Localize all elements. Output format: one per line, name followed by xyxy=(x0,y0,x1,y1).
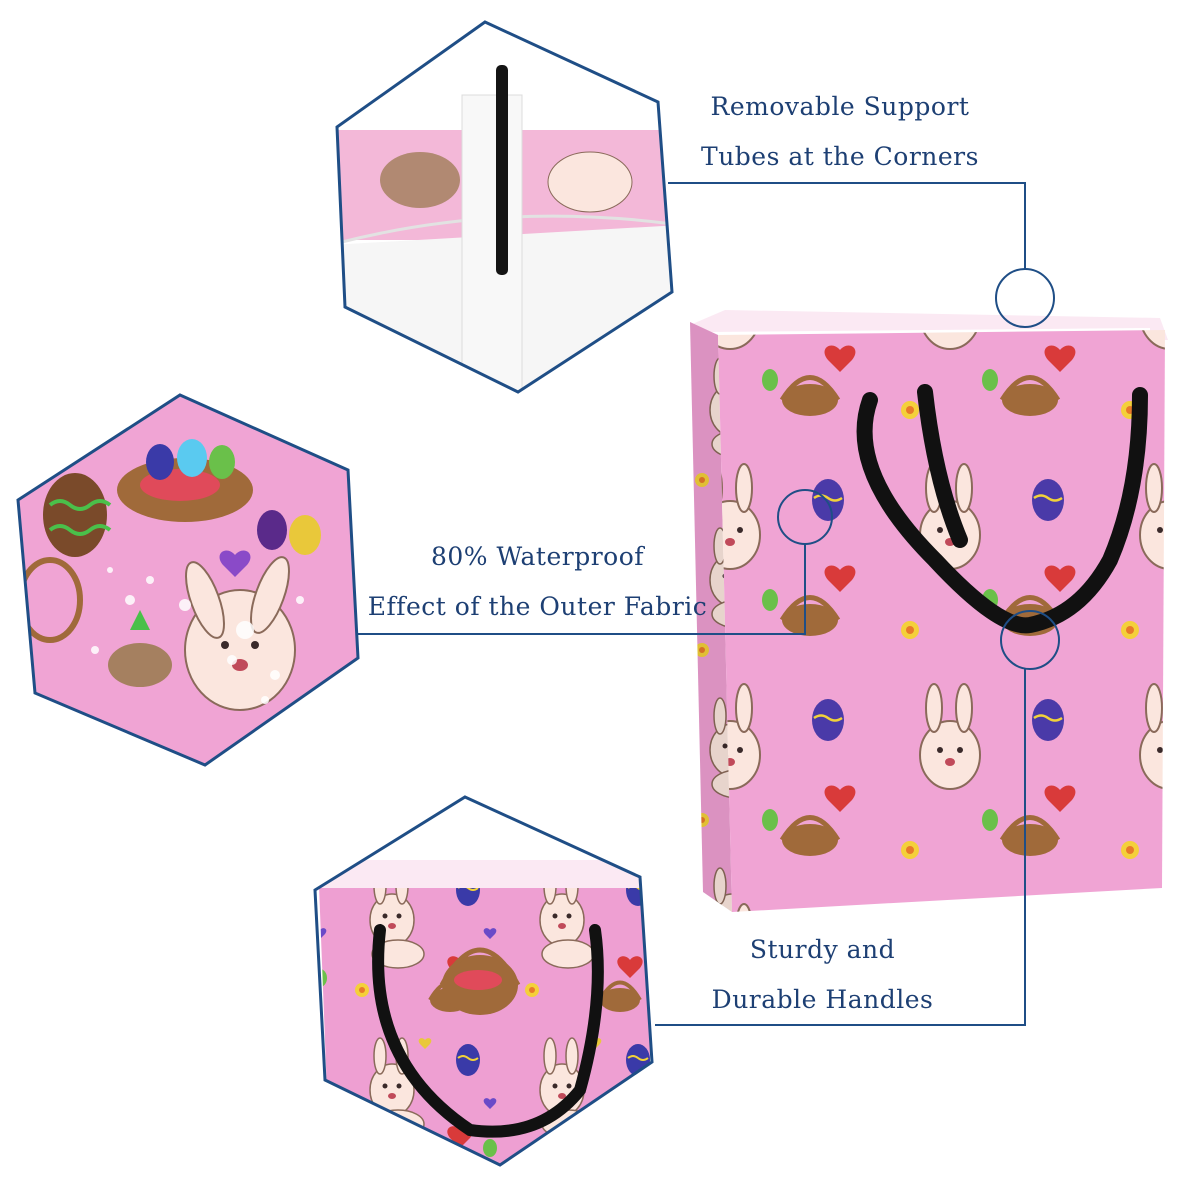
handle-strap xyxy=(856,387,1148,634)
support-tube-icon xyxy=(496,65,508,275)
handles-callout: Sturdy and Durable Handles xyxy=(695,925,950,1025)
handles-detail xyxy=(313,795,654,1167)
handles-connector-line xyxy=(655,669,1026,1026)
water-droplet-icon xyxy=(91,567,304,704)
handle-highlight-circle xyxy=(1000,610,1060,670)
waterproof-connector-line xyxy=(355,544,806,635)
support-connector-line xyxy=(668,182,1026,269)
waterproof-callout: 80% Waterproof Effect of the Outer Fabri… xyxy=(360,532,715,632)
support-tubes-line1: Removable Support xyxy=(710,92,970,121)
handles-line2: Durable Handles xyxy=(711,985,934,1014)
laundry-basket xyxy=(690,310,1168,912)
handle-strap-closeup xyxy=(372,924,604,1138)
waterproof-line1: 80% Waterproof xyxy=(430,542,645,571)
handles-line1: Sturdy and xyxy=(749,935,896,964)
support-tubes-line2: Tubes at the Corners xyxy=(701,142,979,171)
support-tubes-callout: Removable Support Tubes at the Corners xyxy=(690,82,990,182)
waterproof-fabric-detail xyxy=(16,393,360,767)
support-tube-detail xyxy=(335,20,674,394)
waterproof-line2: Effect of the Outer Fabric xyxy=(367,592,708,621)
